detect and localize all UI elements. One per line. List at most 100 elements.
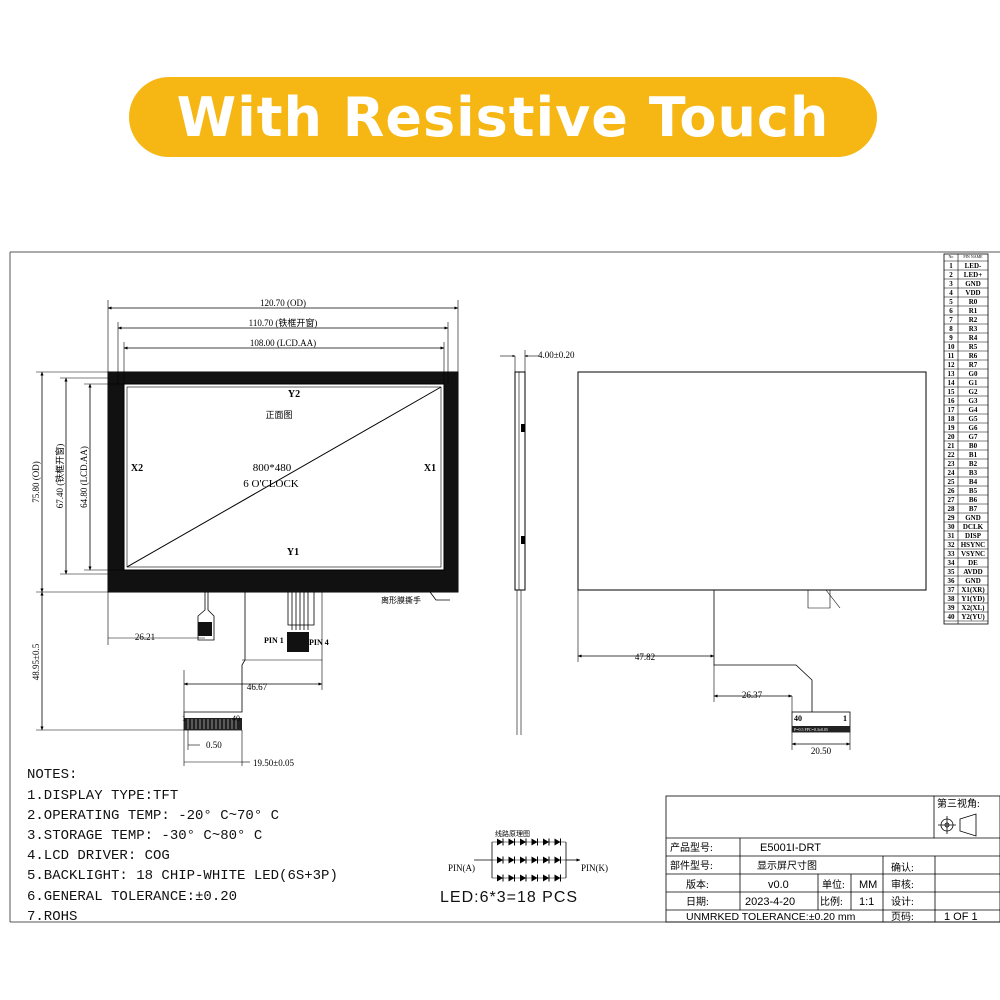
- pin-number: 24: [948, 469, 956, 477]
- led-diode: [497, 874, 503, 882]
- pin-name: R5: [969, 343, 978, 351]
- pin-number: 5: [949, 298, 953, 306]
- unit-value: MM: [859, 879, 877, 891]
- label-front-view: 正面图: [265, 410, 292, 420]
- pin-name: GND: [965, 280, 981, 288]
- dim-26-21: 26.21: [135, 632, 155, 642]
- note-item: 4.LCD DRIVER: COG: [27, 848, 170, 864]
- notes-title: NOTES:: [27, 767, 77, 783]
- pin-number: 16: [948, 397, 956, 405]
- dim-aa-height: 64.80 (LCD.AA): [79, 446, 89, 508]
- pin-number: 40: [948, 613, 956, 621]
- dim-48-95: 48.95±0.5: [31, 643, 41, 680]
- pin-name: G1: [969, 379, 978, 387]
- pin-number: 1: [949, 262, 953, 270]
- pin-table-header-no: No: [949, 254, 954, 259]
- pin-number: 8: [949, 325, 953, 333]
- banner-title: With Resistive Touch: [176, 85, 830, 149]
- led-diode: [554, 874, 561, 882]
- pin-number: 19: [948, 424, 956, 432]
- pin-number: 39: [948, 604, 956, 612]
- view-direction-label: 6 O'CLOCK: [243, 478, 299, 490]
- led-diode: [531, 874, 538, 882]
- pin-name: GND: [965, 514, 981, 522]
- scale-value: 1:1: [859, 896, 874, 908]
- led-diode: [520, 856, 526, 864]
- title-banner: With Resistive Touch: [129, 77, 877, 157]
- led-summary: LED:6*3=18 PCS: [440, 889, 578, 906]
- pin-number: 7: [949, 316, 953, 324]
- fpc-pin40-label: 40: [232, 714, 240, 723]
- pin-name: G6: [969, 424, 978, 432]
- page-value: 1 OF 1: [944, 911, 978, 923]
- pin-number: 13: [948, 370, 956, 378]
- led-diode: [554, 856, 561, 864]
- pin-name: DISP: [965, 532, 982, 540]
- pin-name: G3: [969, 397, 978, 405]
- fpc-pin1-label: 1: [182, 714, 186, 723]
- note-item: 6.GENERAL TOLERANCE:±0.20: [27, 889, 237, 905]
- pin-number: 17: [948, 406, 956, 414]
- resolution-label: 800*480: [253, 462, 292, 474]
- led-diode: [531, 856, 538, 864]
- design-label: 设计:: [891, 895, 914, 908]
- pin-number: 3: [949, 280, 953, 288]
- pin-number: 4: [949, 289, 953, 297]
- notes-block: NOTES: 1.DISPLAY TYPE:TFT 2.OPERATING TE…: [27, 767, 338, 925]
- pin-name: R4: [969, 334, 978, 342]
- pin-number: 33: [948, 550, 956, 558]
- pin-name: LED-: [965, 262, 982, 270]
- led-circuit: [474, 838, 581, 882]
- led-diode: [531, 838, 538, 846]
- title-block: [665, 795, 1000, 923]
- front-view: [36, 300, 459, 766]
- pin-name: R3: [969, 325, 978, 333]
- side-view: [500, 350, 540, 735]
- pin-name: B4: [969, 478, 978, 486]
- led-diode: [508, 838, 515, 846]
- product-label: 产品型号:: [670, 841, 713, 854]
- dim-thickness: 4.00±0.20: [538, 350, 575, 360]
- pin-number: 11: [948, 352, 955, 360]
- led-diode: [508, 856, 515, 864]
- pin-name: Y2(YU): [961, 613, 985, 621]
- pin-name: B6: [969, 496, 978, 504]
- pin-name: VSYNC: [961, 550, 985, 558]
- pin-name: X2(XL): [962, 604, 986, 612]
- pin-name: B5: [969, 487, 978, 495]
- diagonal-line: [126, 386, 442, 568]
- pin-name: VDD: [965, 289, 980, 297]
- led-diode: [508, 874, 515, 882]
- pin-name: B3: [969, 469, 978, 477]
- note-item: 5.BACKLIGHT: 18 CHIP-WHITE LED(6S+3P): [27, 868, 338, 884]
- label-x1: X1: [424, 463, 436, 474]
- version-label: 版本:: [686, 878, 709, 891]
- date-label: 日期:: [686, 896, 709, 908]
- pin-number: 32: [948, 541, 956, 549]
- led-diode: [543, 874, 549, 882]
- label-y2: Y2: [288, 389, 300, 400]
- pin-number: 18: [948, 415, 956, 423]
- review-label: 审核:: [891, 878, 914, 891]
- label-y1: Y1: [287, 547, 299, 558]
- led-diode: [554, 838, 561, 846]
- pin-number: 6: [949, 307, 953, 315]
- dim-aa-width: 108.00 (LCD.AA): [250, 338, 316, 348]
- third-angle-label: 第三视角:: [937, 797, 980, 810]
- back-fpc-pin40: 40: [794, 714, 802, 723]
- note-item: 2.OPERATING TEMP: -20° C~70° C: [27, 808, 279, 824]
- led-diode: [497, 838, 503, 846]
- pin-table-header-name: PIN NAME: [963, 254, 983, 259]
- product-value: E5001I-DRT: [760, 842, 821, 854]
- pin-number: 9: [949, 334, 953, 342]
- led-diode: [520, 874, 526, 882]
- date-value: 2023-4-20: [745, 896, 795, 908]
- pin-number: 25: [948, 478, 956, 486]
- pin-name: DCLK: [963, 523, 984, 531]
- pin-name: R2: [969, 316, 978, 324]
- pin-name: AVDD: [963, 568, 982, 576]
- dim-19-50: 19.50±0.05: [253, 758, 294, 768]
- pin-number: 26: [948, 487, 956, 495]
- pin-name: R6: [969, 352, 978, 360]
- label-x2: X2: [131, 463, 143, 474]
